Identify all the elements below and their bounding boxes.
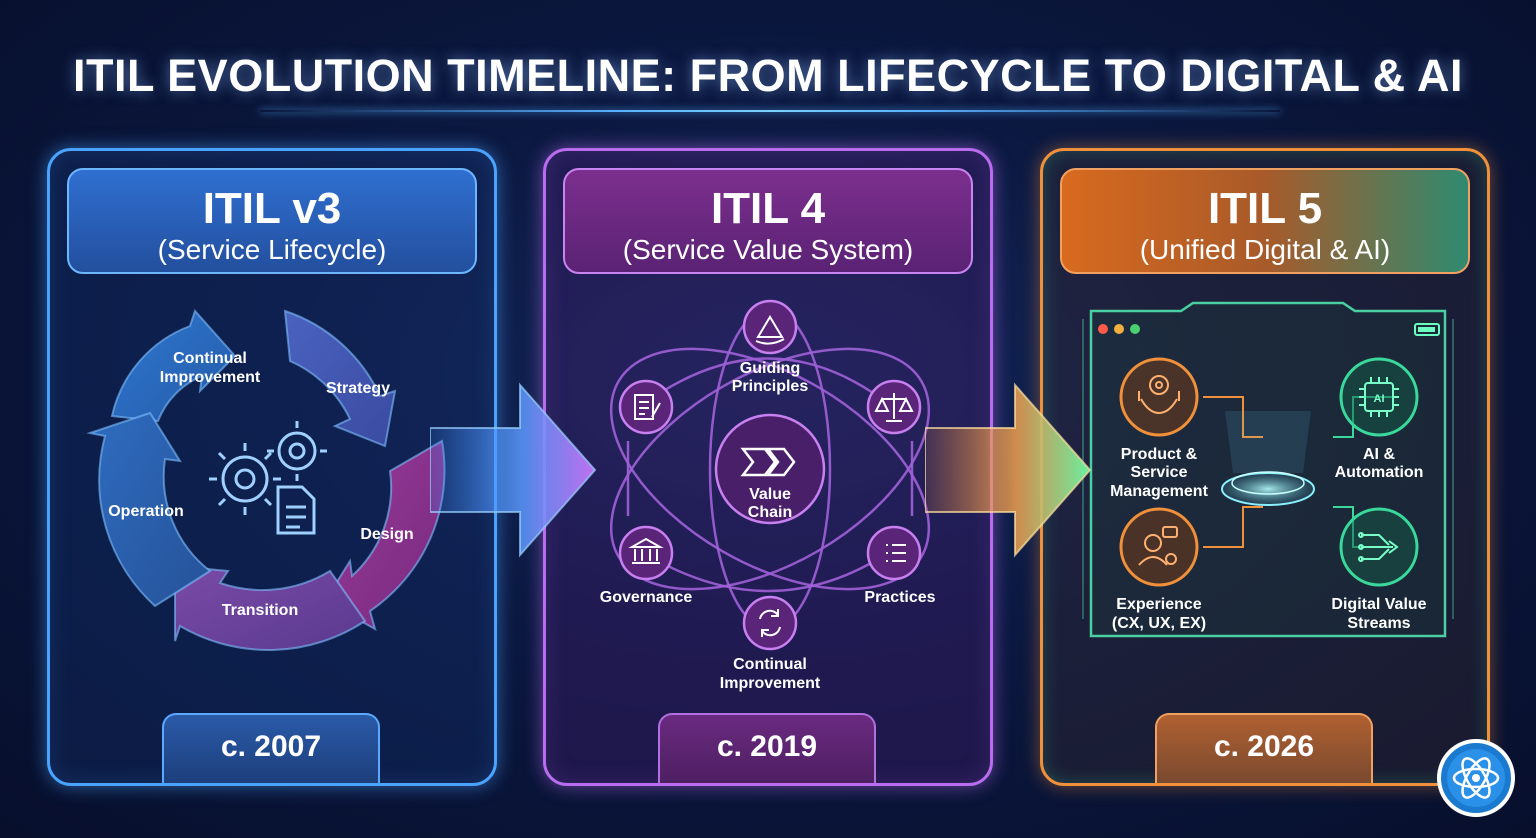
arrow-v3-to-4 — [430, 382, 597, 558]
segment-transition — [174, 564, 367, 651]
stage-label-operation: Operation — [108, 503, 184, 520]
year-badge: c. 2026 — [1155, 713, 1373, 783]
guiding-principles-node — [742, 299, 798, 355]
panel-subtitle: (Service Value System) — [622, 234, 914, 265]
refresh-icon — [759, 609, 781, 637]
segment-strategy — [283, 309, 397, 448]
arrow-4-to-5 — [925, 382, 1092, 558]
governance-node — [618, 525, 674, 581]
value-system-diagram: Value Chain Guiding Principles Governanc… — [600, 299, 936, 692]
bank-icon — [628, 537, 664, 564]
continual-improvement-node — [742, 595, 798, 651]
stage-label-transition: Transition — [222, 602, 298, 619]
year-badge: c. 2007 — [162, 713, 380, 783]
battery-icon — [1414, 323, 1440, 336]
document-icon — [276, 485, 316, 535]
feature-label-ai: AI & — [1363, 446, 1395, 463]
circuit-arrow-icon — [1358, 532, 1399, 562]
node-label-continual: Continual — [733, 656, 807, 673]
chevrons-icon — [740, 447, 796, 477]
window-dot-red — [1098, 324, 1108, 334]
feature-label-experience: Experience — [1116, 596, 1201, 613]
feature-label-digital-value: Digital Value — [1331, 596, 1426, 613]
year-badge: c. 2019 — [658, 713, 876, 783]
stage-label-strategy: Strategy — [326, 380, 390, 397]
feature-label-product: Product & — [1121, 446, 1198, 463]
node-label-chain: Chain — [748, 504, 792, 521]
node-label-value: Value — [749, 486, 791, 503]
segment-continual-improvement — [110, 309, 237, 423]
segment-operation — [86, 411, 212, 608]
list-icon — [886, 544, 906, 562]
ai-chip-icon — [1359, 377, 1399, 417]
feature-label-streams: Streams — [1347, 615, 1410, 632]
digital-ai-diagram: AI Product & Service Management AI & Aut… — [1082, 301, 1454, 638]
hub-platform — [1221, 472, 1315, 506]
panel-itil-v3: ITIL v3 (Service Lifecycle) — [47, 148, 497, 786]
panel-name: ITIL v3 — [202, 184, 342, 233]
user-chat-icon — [1138, 526, 1178, 566]
checklist-pen-icon — [634, 394, 661, 420]
window-dot-yellow — [1114, 324, 1124, 334]
gear-hands-icon — [1138, 375, 1180, 415]
lifecycle-diagram: Continual Improvement Strategy Design Tr… — [86, 309, 446, 651]
node-label-practices: Practices — [864, 589, 935, 606]
ai-automation-node — [1339, 357, 1419, 437]
feature-label-service: Service — [1131, 464, 1188, 481]
title-underline — [260, 110, 1280, 112]
gears-icon — [209, 421, 327, 515]
node-label-guiding: Guiding — [740, 360, 800, 377]
page-title: ITIL EVOLUTION TIMELINE: FROM LIFECYCLE … — [73, 50, 1463, 101]
stage-label-improvement: Improvement — [160, 369, 261, 386]
panel-itil-5: ITIL 5 (Unified Digital & AI) — [1040, 148, 1490, 786]
mountain-hand-icon — [755, 315, 785, 345]
panel-header: ITIL v3 (Service Lifecycle) — [67, 168, 477, 274]
node-label-improvement: Improvement — [720, 675, 821, 692]
window-dot-green — [1130, 324, 1140, 334]
stage-label-continual: Continual — [173, 350, 247, 367]
feature-label-automation: Automation — [1335, 464, 1424, 481]
panel-name: ITIL 4 — [710, 184, 826, 233]
stage-label-design: Design — [360, 526, 413, 543]
panel-subtitle: (Service Lifecycle) — [157, 234, 387, 265]
node-label-governance: Governance — [600, 589, 693, 606]
panel-name: ITIL 5 — [1207, 184, 1323, 233]
feature-label-management: Management — [1110, 483, 1208, 500]
feature-label-cx-ux-ex: (CX, UX, EX) — [1112, 615, 1206, 632]
panel-subtitle: (Unified Digital & AI) — [1139, 234, 1391, 265]
product-service-node — [1119, 357, 1199, 437]
panel-header: ITIL 5 (Unified Digital & AI) — [1060, 168, 1470, 274]
node-label-principles: Principles — [732, 378, 809, 395]
scales-icon — [874, 393, 914, 422]
ai-chip-label: AI — [1374, 393, 1385, 405]
panel-header: ITIL 4 (Service Value System) — [563, 168, 973, 274]
atom-logo-icon — [1437, 739, 1515, 817]
